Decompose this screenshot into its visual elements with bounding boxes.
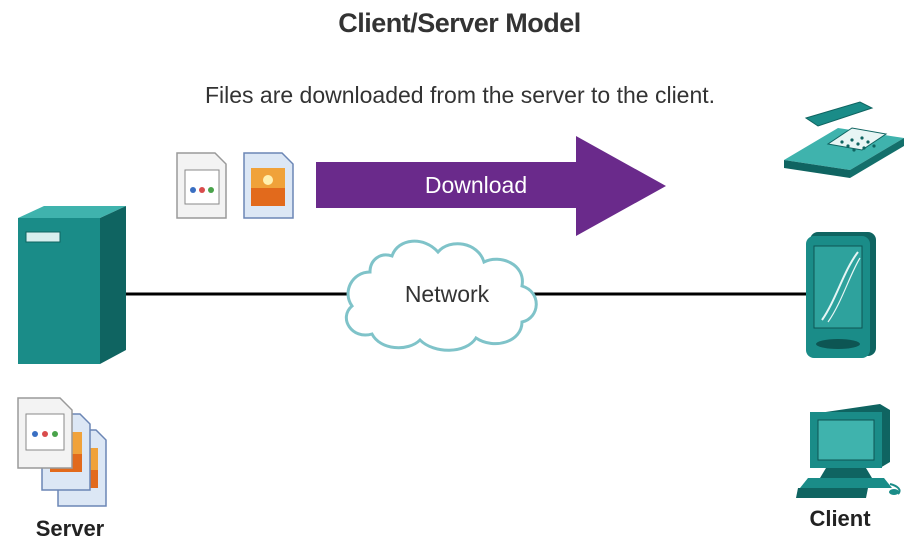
download-arrow-label: Download: [424, 172, 528, 198]
network-label: Network: [404, 281, 490, 307]
server-label: Server: [35, 516, 105, 541]
client-label: Client: [809, 506, 871, 531]
diagram-title: Client/Server Model: [338, 8, 581, 38]
diagram-subtitle: Files are downloaded from the server to …: [204, 82, 716, 108]
